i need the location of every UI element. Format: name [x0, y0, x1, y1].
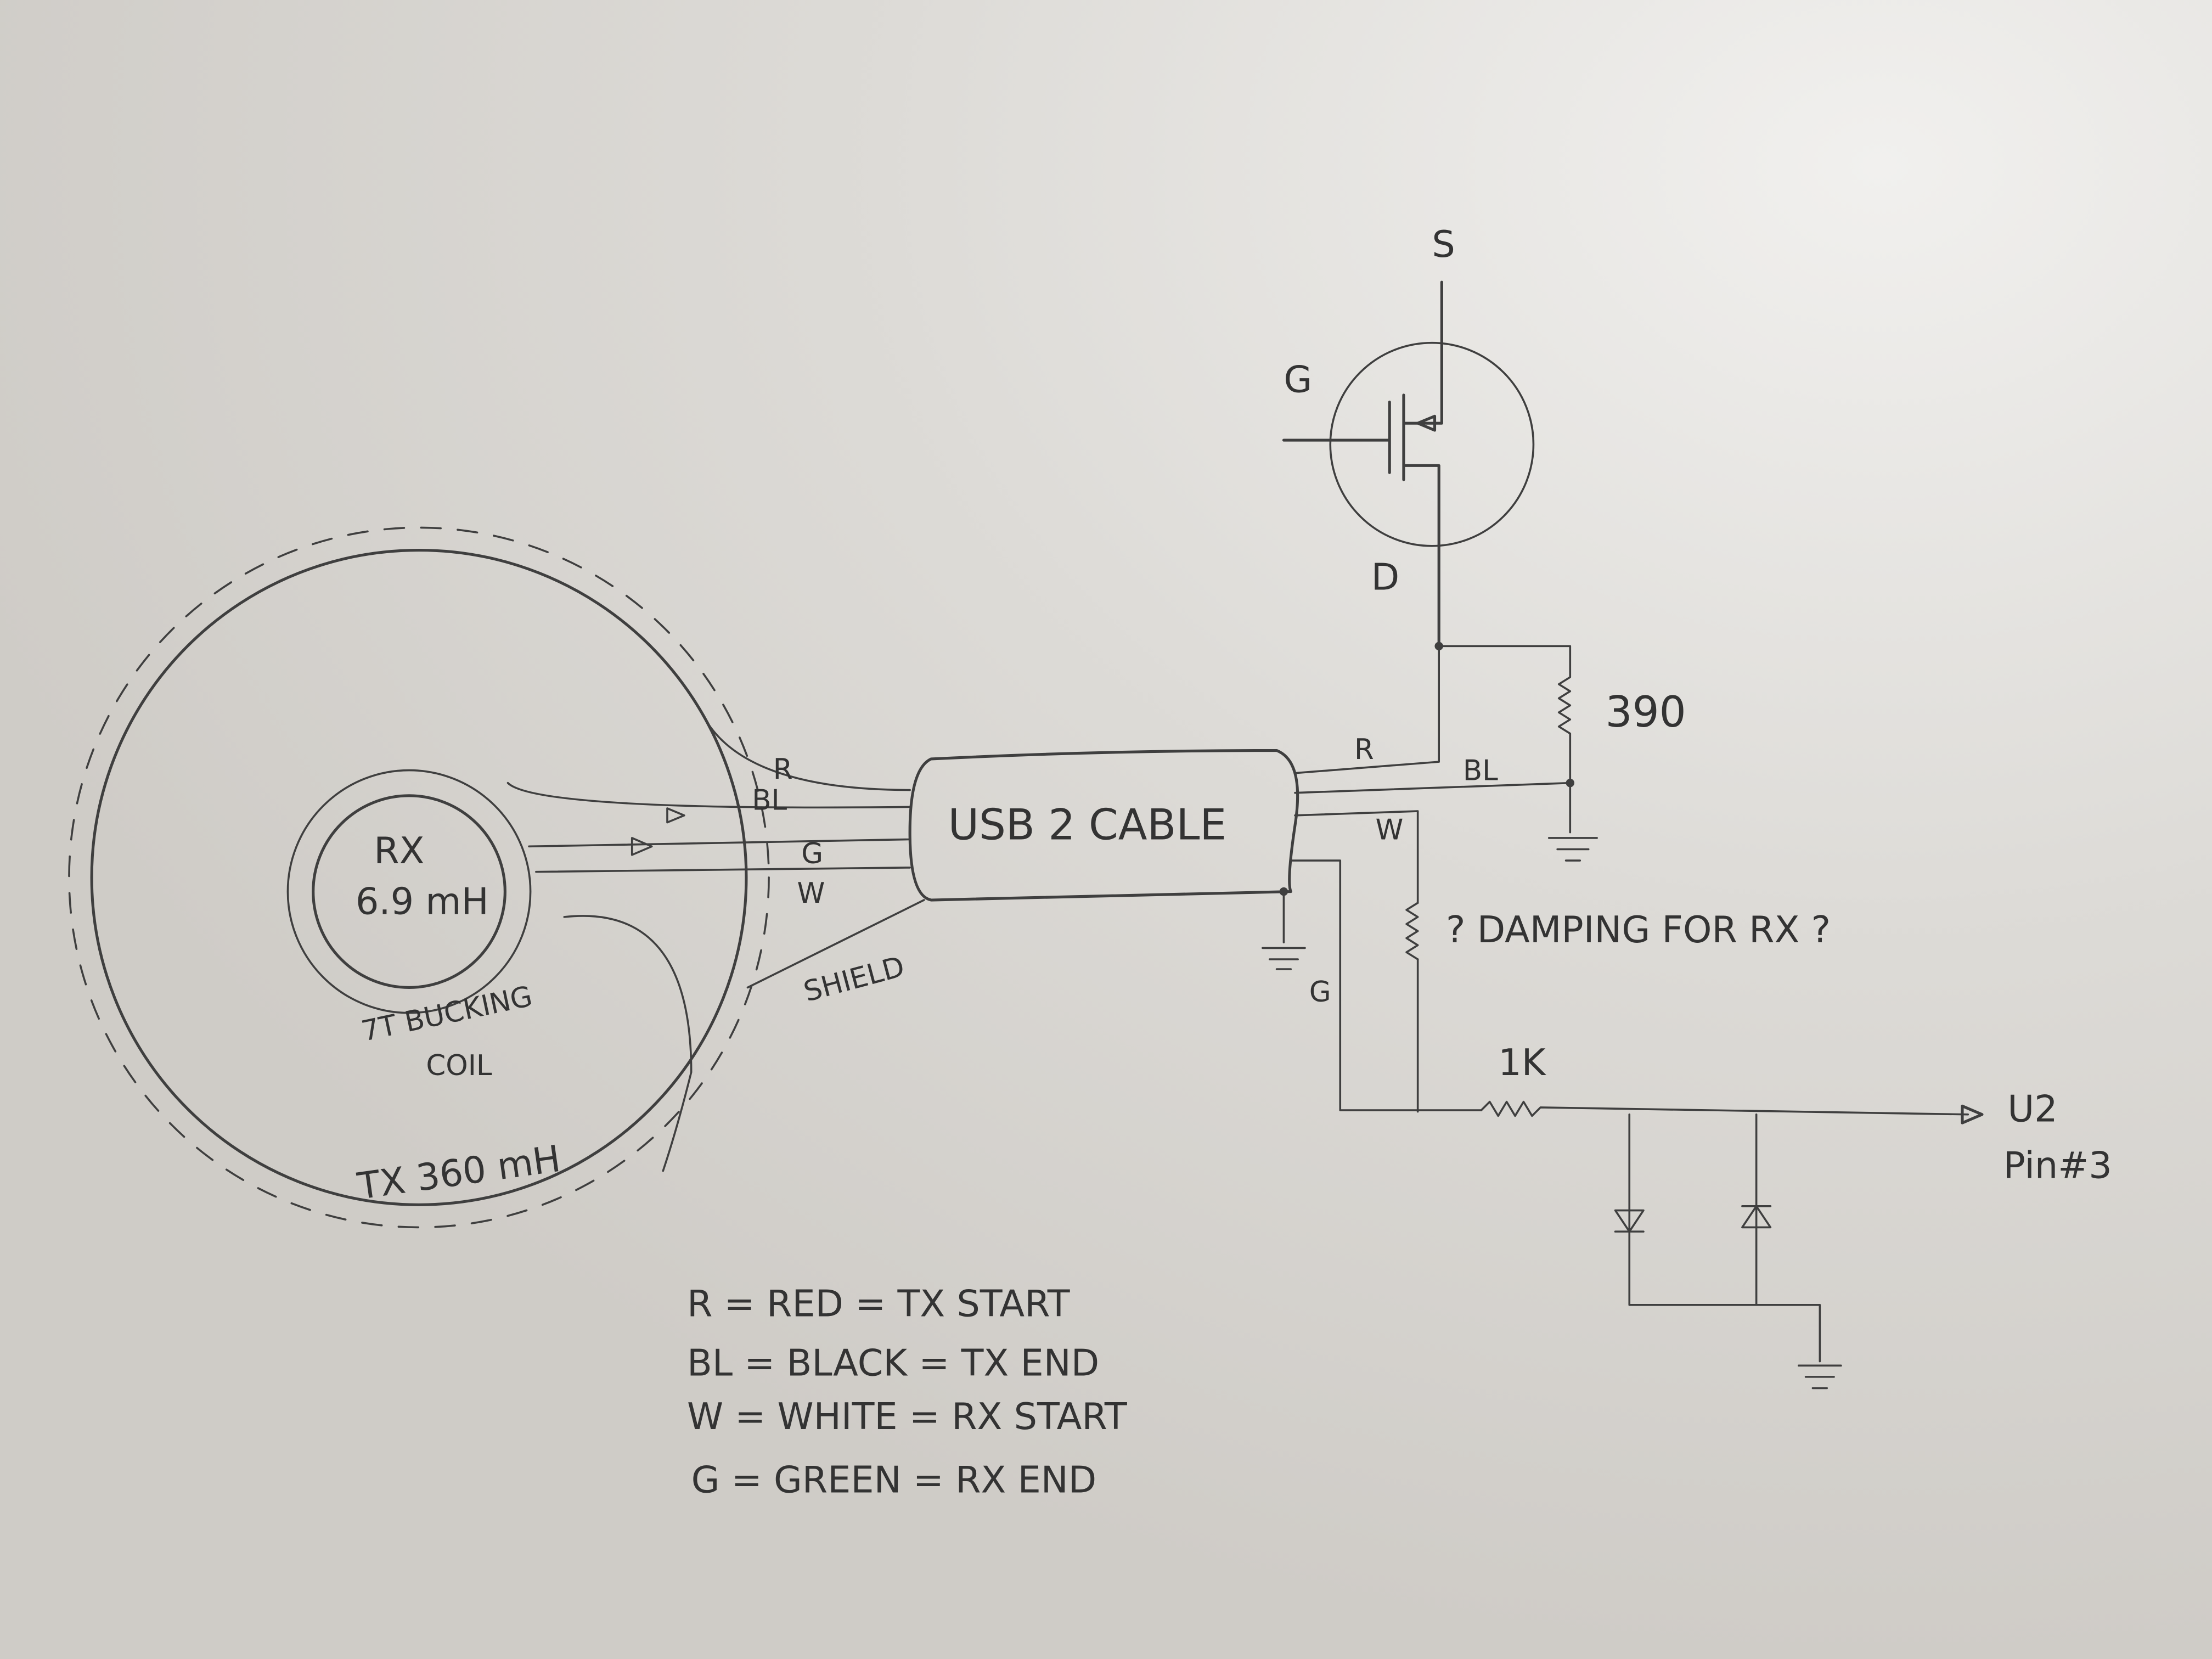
wire-label-g: G	[801, 837, 823, 870]
mosfet-drain-label: D	[1371, 556, 1399, 599]
drain-resistor-value: 390	[1606, 688, 1686, 737]
legend-line: G = GREEN = RX END	[691, 1459, 1097, 1501]
legend-line: BL = BLACK = TX END	[687, 1341, 1099, 1384]
right-wires	[1262, 648, 1572, 1113]
legend-line: R = RED = TX START	[687, 1282, 1071, 1325]
right-label-bl: BL	[1463, 755, 1498, 788]
bucking-label-2: COIL	[426, 1049, 492, 1082]
wire-label-w: W	[797, 877, 825, 910]
drain-resistor	[1434, 642, 1598, 862]
rx-coil	[286, 769, 532, 1014]
wire-label-r: R	[773, 753, 793, 786]
series-resistor	[1480, 1100, 1984, 1124]
damping-label: ? DAMPING FOR RX ?	[1446, 908, 1831, 951]
coil-wires	[506, 718, 925, 1172]
usb-cable	[908, 749, 1299, 902]
rx-value: 6.9 mH	[356, 880, 489, 923]
right-label-w: W	[1376, 813, 1404, 846]
mosfet-gate-label: G	[1284, 358, 1312, 401]
series-resistor-value: 1K	[1498, 1041, 1547, 1084]
cable-label: USB 2 CABLE	[948, 800, 1227, 850]
wire-color-legend: R = RED = TX START BL = BLACK = TX END W…	[687, 1282, 1128, 1501]
rx-label: RX	[374, 829, 424, 872]
tx-coil	[68, 526, 770, 1229]
output-label-2: Pin#3	[2003, 1144, 2112, 1186]
clamp-diodes	[1614, 1113, 1842, 1390]
mosfet-symbol	[1282, 280, 1535, 651]
output-label-1: U2	[2007, 1088, 2057, 1131]
right-label-r: R	[1354, 733, 1374, 766]
legend-line: W = WHITE = RX START	[687, 1395, 1128, 1438]
mosfet-source-label: S	[1432, 223, 1455, 266]
right-label-g: G	[1309, 976, 1331, 1009]
wire-label-bl: BL	[752, 784, 787, 817]
